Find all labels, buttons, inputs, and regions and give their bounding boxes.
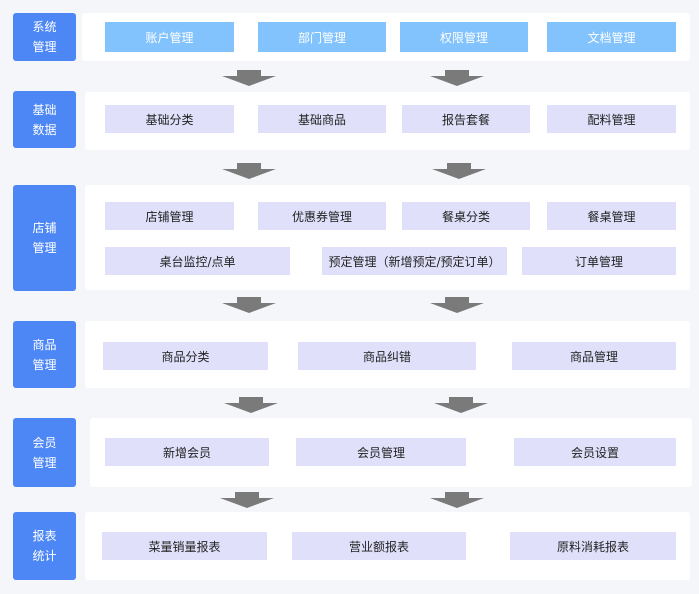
section-label: 店铺管理 bbox=[13, 185, 76, 291]
down-arrow-icon bbox=[430, 70, 484, 86]
module-box[interactable]: 商品纠错 bbox=[298, 342, 476, 370]
down-arrow-icon bbox=[432, 163, 486, 179]
module-box[interactable]: 预定管理（新增预定/预定订单） bbox=[322, 247, 507, 275]
module-box[interactable]: 报告套餐 bbox=[402, 105, 530, 133]
module-box[interactable]: 餐桌分类 bbox=[402, 202, 530, 230]
module-box[interactable]: 会员管理 bbox=[296, 438, 466, 466]
section-label: 报表统计 bbox=[13, 512, 76, 580]
down-arrow-icon bbox=[430, 492, 484, 508]
module-box[interactable]: 基础商品 bbox=[258, 105, 386, 133]
section-label-text: 报表统计 bbox=[32, 529, 57, 563]
module-box[interactable]: 优惠券管理 bbox=[258, 202, 386, 230]
module-box[interactable]: 权限管理 bbox=[400, 22, 528, 52]
module-box[interactable]: 基础分类 bbox=[105, 105, 234, 133]
down-arrow-icon bbox=[220, 492, 274, 508]
section-label: 会员管理 bbox=[13, 418, 76, 487]
module-box[interactable]: 菜量销量报表 bbox=[102, 532, 267, 560]
module-box[interactable]: 店铺管理 bbox=[105, 202, 234, 230]
module-box[interactable]: 文档管理 bbox=[547, 22, 676, 52]
down-arrow-icon bbox=[224, 397, 278, 413]
section-label: 系统管理 bbox=[13, 13, 76, 61]
module-box[interactable]: 餐桌管理 bbox=[547, 202, 676, 230]
module-box[interactable]: 账户管理 bbox=[105, 22, 234, 52]
section-label: 商品管理 bbox=[13, 321, 76, 388]
section-label-text: 会员管理 bbox=[32, 435, 57, 470]
module-box[interactable]: 商品分类 bbox=[103, 342, 268, 370]
down-arrow-icon bbox=[222, 297, 276, 313]
module-box[interactable]: 订单管理 bbox=[522, 247, 676, 275]
module-box[interactable]: 部门管理 bbox=[258, 22, 386, 52]
module-box[interactable]: 原料消耗报表 bbox=[510, 532, 676, 560]
section-label-text: 商品管理 bbox=[32, 337, 57, 372]
section-label-text: 店铺管理 bbox=[32, 221, 57, 255]
module-box[interactable]: 桌台监控/点单 bbox=[105, 247, 290, 275]
down-arrow-icon bbox=[222, 70, 276, 86]
module-box[interactable]: 商品管理 bbox=[512, 342, 676, 370]
module-box[interactable]: 会员设置 bbox=[514, 438, 676, 466]
module-box[interactable]: 新增会员 bbox=[105, 438, 269, 466]
module-box[interactable]: 配料管理 bbox=[547, 105, 676, 133]
module-box[interactable]: 营业额报表 bbox=[292, 532, 466, 560]
section-label-text: 基础数据 bbox=[32, 102, 57, 137]
down-arrow-icon bbox=[434, 397, 488, 413]
down-arrow-icon bbox=[222, 163, 276, 179]
down-arrow-icon bbox=[430, 297, 484, 313]
section-label: 基础数据 bbox=[13, 91, 76, 148]
section-label-text: 系统管理 bbox=[32, 20, 57, 54]
